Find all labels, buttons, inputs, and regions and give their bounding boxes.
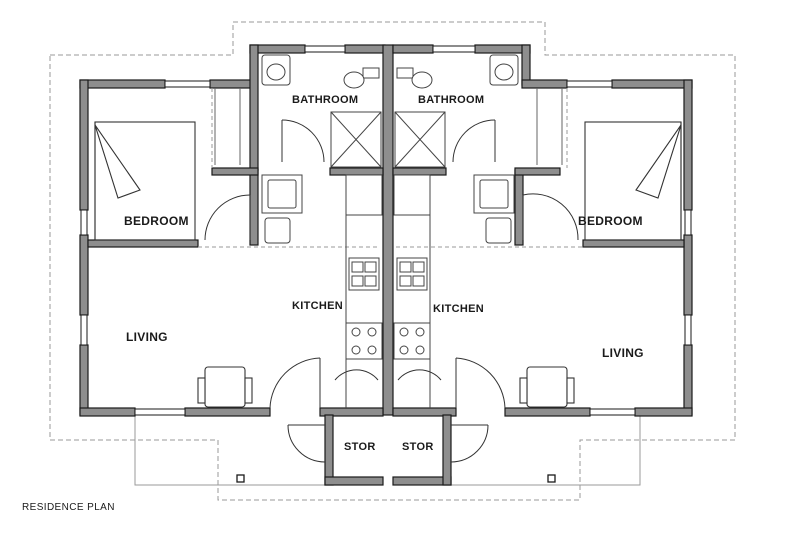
kitchen-fixtures	[345, 174, 431, 408]
bedroom-right-label: BEDROOM	[578, 214, 643, 228]
door-swings	[204, 119, 579, 463]
bedroom-left-label: BEDROOM	[124, 214, 189, 228]
living-right-label: LIVING	[602, 346, 644, 360]
living-left-label: LIVING	[126, 330, 168, 344]
stor-left-label: STOR	[344, 441, 376, 453]
stor-right-label: STOR	[402, 441, 434, 453]
closets	[214, 88, 563, 165]
dashed-partitions	[198, 88, 583, 248]
windows	[80, 45, 692, 416]
kitchen-right-label: KITCHEN	[433, 303, 484, 315]
plan-title: RESIDENCE PLAN	[22, 502, 115, 513]
beds	[94, 121, 682, 241]
kitchen-left-label: KITCHEN	[292, 300, 343, 312]
utility-fixtures	[261, 174, 515, 244]
porch-posts	[236, 474, 556, 483]
bathroom-left-label: BATHROOM	[292, 94, 359, 106]
bathroom-fixtures	[261, 54, 519, 168]
walls	[79, 44, 693, 486]
bathroom-right-label: BATHROOM	[418, 94, 485, 106]
living-chairs	[197, 366, 575, 408]
roof-outline	[49, 21, 736, 501]
porch-outline	[134, 415, 641, 486]
